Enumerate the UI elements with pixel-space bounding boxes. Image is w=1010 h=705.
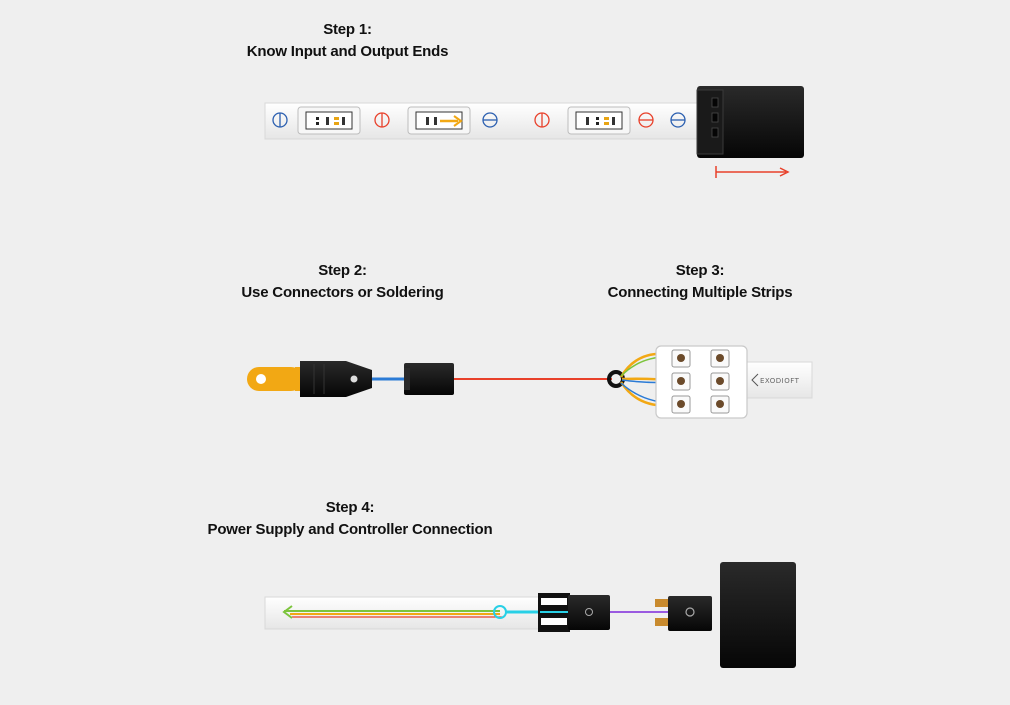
step-4-heading: Step 4: Power Supply and Controller Conn…	[175, 497, 525, 541]
led-chip	[567, 106, 631, 135]
step-3-title: Step 3:	[675, 262, 725, 279]
step-2-connector-block	[404, 363, 454, 395]
step-2-subtitle: Use Connectors or Soldering	[241, 284, 444, 301]
terminal-pad	[710, 372, 730, 391]
step-2-title: Step 2:	[318, 262, 367, 279]
blue-pad-icon	[670, 112, 686, 128]
step-4-strip-clip	[538, 593, 610, 632]
step-2-plug	[247, 361, 372, 397]
red-pad-icon	[374, 112, 390, 128]
terminal-pad	[710, 395, 730, 414]
direction-arrow-icon	[715, 166, 790, 178]
led-chip	[297, 106, 361, 135]
step-3-subtitle: Connecting Multiple Strips	[607, 284, 793, 301]
terminal-pad	[671, 395, 691, 414]
blue-pad-icon	[482, 112, 498, 128]
blue-pad-icon	[272, 112, 288, 128]
step-2-heading: Step 2: Use Connectors or Soldering	[185, 260, 500, 304]
step-4-title: Step 4:	[325, 499, 375, 516]
terminal-pad	[671, 349, 691, 368]
step-1-title: Step 1:	[323, 21, 372, 38]
step-1-subtitle: Know Input and Output Ends	[246, 43, 449, 60]
terminal-pad	[671, 372, 691, 391]
step-1-led-strip	[264, 102, 698, 140]
step-1-end-connector	[696, 86, 804, 158]
controller-box	[720, 562, 796, 668]
step-4-subtitle: Power Supply and Controller Connection	[207, 521, 493, 538]
step-3-splitter-block	[655, 345, 748, 419]
step-3-heading: Step 3: Connecting Multiple Strips	[550, 260, 850, 304]
step-4-led-strip	[264, 596, 542, 630]
red-pad-icon	[638, 112, 654, 128]
terminal-pad	[710, 349, 730, 368]
step-3-strip-end: EXODIOFT	[745, 361, 813, 399]
step-1-heading: Step 1: Know Input and Output Ends	[190, 19, 505, 63]
step-4-plug-connector	[655, 596, 712, 631]
strip-label: EXODIOFT	[760, 377, 800, 385]
red-pad-icon	[534, 112, 550, 128]
led-chip	[407, 106, 471, 135]
